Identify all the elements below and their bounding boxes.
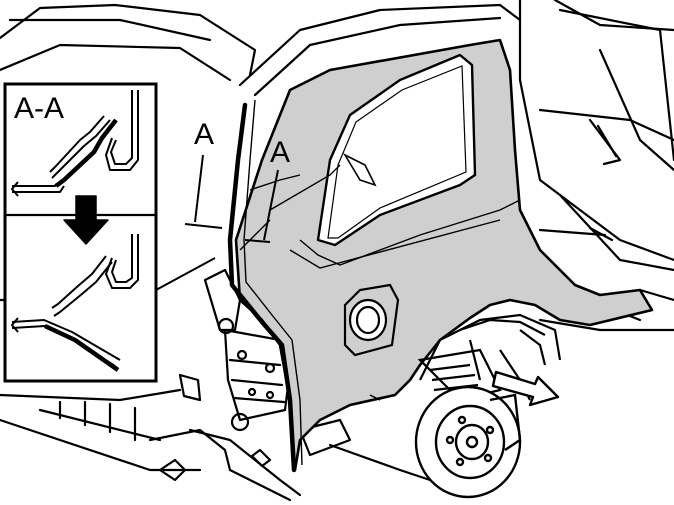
inset-title: A-A xyxy=(14,92,65,125)
panel-seam xyxy=(227,102,297,473)
down-arrow-icon xyxy=(63,195,109,245)
section-inset xyxy=(3,82,158,383)
section-mark-1: A xyxy=(194,118,215,151)
outward-arrow-icon xyxy=(491,370,560,407)
side-window xyxy=(316,53,477,247)
section-mark-2: A xyxy=(270,136,291,169)
section-leaders xyxy=(155,154,279,291)
panel-contours xyxy=(239,164,521,401)
fuel-filler-door xyxy=(343,283,400,357)
brake-disc xyxy=(414,385,522,499)
